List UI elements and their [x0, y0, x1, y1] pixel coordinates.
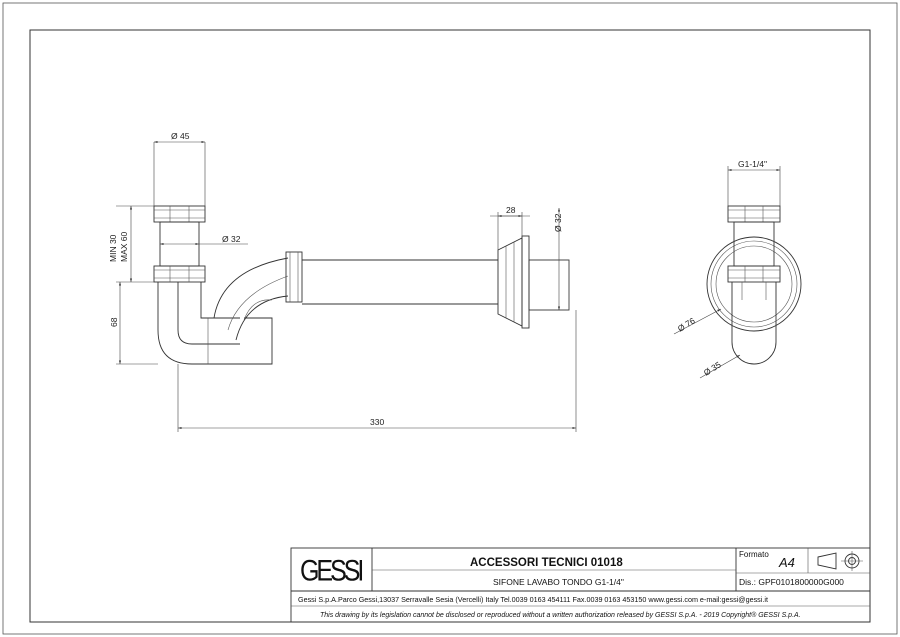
- dim-min-30: MIN 30: [108, 234, 118, 262]
- dim-max-60: MAX 60: [119, 231, 129, 262]
- dim-width-28: 28: [506, 205, 516, 215]
- dim-diameter-45: Ø 45: [171, 131, 190, 141]
- front-view: [153, 205, 570, 365]
- front-view-dimensions: Ø 45 Ø 32 MIN 30 MAX 60 68 28 Ø 32 330: [108, 131, 577, 432]
- formato-label: Formato: [739, 550, 769, 559]
- formato-value: A4: [778, 555, 795, 570]
- projection-symbol: [817, 551, 863, 571]
- drawing-title: ACCESSORI TECNICI 01018: [470, 557, 623, 569]
- dim-diameter-76: Ø 76: [676, 315, 697, 333]
- side-view-dimensions: G1-1/4" Ø 76 Ø 35: [673, 159, 781, 379]
- drawing-subtitle: SIFONE LAVABO TONDO G1-1/4": [493, 577, 624, 587]
- gessi-logo: GESSI: [300, 554, 363, 587]
- company-info: Gessi S.p.A.Parco Gessi,13037 Serravalle…: [298, 595, 768, 604]
- title-block: GESSI ACCESSORI TECNICI 01018 SIFONE LAV…: [290, 547, 871, 623]
- dim-diameter-32-stem: Ø 32: [222, 234, 241, 244]
- dim-height-68: 68: [109, 317, 119, 327]
- dim-diameter-35: Ø 35: [702, 359, 723, 377]
- dim-length-330: 330: [370, 417, 384, 427]
- drawing-number: Dis.: GPF0101800000G000: [739, 577, 844, 587]
- side-view: [706, 205, 802, 365]
- dim-thread: G1-1/4": [738, 159, 767, 169]
- legal-notice: This drawing by its legislation cannot b…: [320, 611, 801, 619]
- dim-diameter-32-pipe: Ø 32: [553, 213, 563, 232]
